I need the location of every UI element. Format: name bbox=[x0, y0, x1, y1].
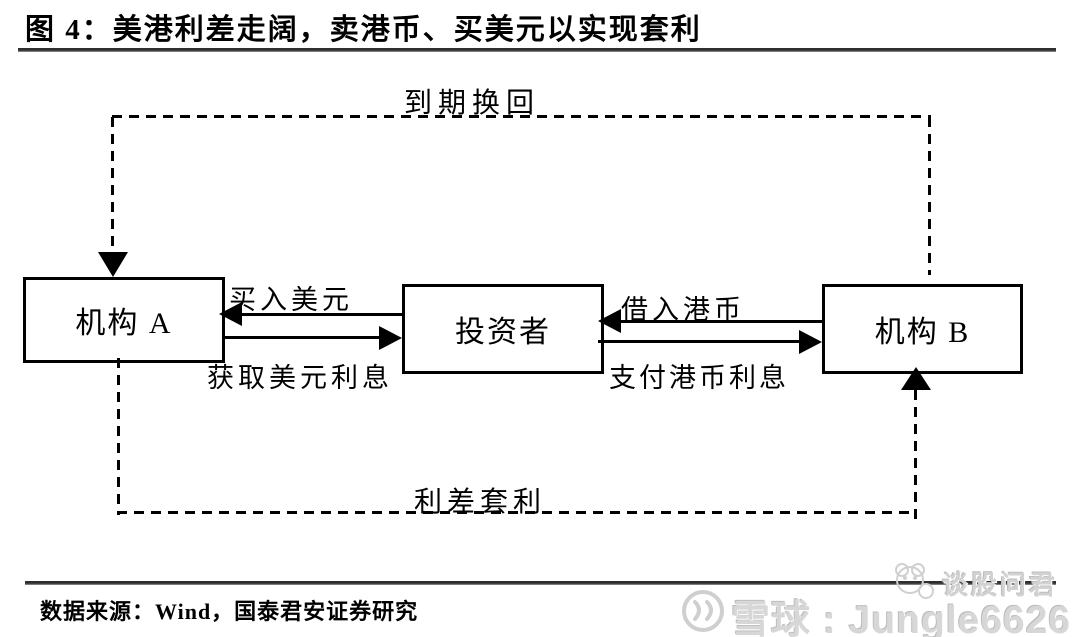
faint-watermark-text: 谈股问君 bbox=[942, 570, 1059, 600]
node-investor: 投资者 bbox=[402, 284, 604, 374]
arrowhead-borrow-hkd bbox=[598, 309, 621, 333]
xueqiu-snowball-icon bbox=[682, 590, 724, 632]
arrow-borrow-hkd-line bbox=[620, 320, 822, 323]
label-usd-interest: 获取美元利息 bbox=[207, 363, 393, 393]
node-institution-b-label: 机构 B bbox=[874, 316, 971, 349]
arrowhead-buy-usd bbox=[219, 302, 242, 326]
title-divider bbox=[18, 48, 1056, 52]
node-institution-a-label: 机构 A bbox=[75, 307, 173, 340]
arrowhead-down-into-institution-a bbox=[98, 252, 128, 277]
maturity-return-path-right-vertical bbox=[928, 117, 931, 275]
panda-face-icon bbox=[895, 563, 934, 599]
label-buy-usd: 买入美元 bbox=[229, 285, 353, 315]
arrow-hkd-interest-line bbox=[598, 340, 799, 343]
arbitrage-path-left-vertical bbox=[117, 358, 120, 515]
arrowhead-usd-interest bbox=[379, 326, 402, 350]
node-investor-label: 投资者 bbox=[455, 316, 551, 349]
arrowhead-up-into-institution-b bbox=[901, 367, 931, 390]
label-arbitrage: 利差套利 bbox=[414, 487, 547, 518]
maturity-return-path-left-vertical bbox=[111, 117, 114, 252]
maturity-return-path-horizontal bbox=[112, 115, 931, 118]
node-institution-a: 机构 A bbox=[23, 277, 225, 363]
xueqiu-watermark-text: 雪球 : Jungle6626 bbox=[731, 599, 1072, 637]
arrowhead-hkd-interest bbox=[799, 330, 822, 354]
node-institution-b: 机构 B bbox=[822, 284, 1023, 374]
data-source-text: 数据来源：Wind，国泰君安证券研究 bbox=[40, 599, 419, 624]
label-maturity-return: 到期换回 bbox=[404, 88, 541, 119]
footer-divider bbox=[25, 581, 1056, 585]
label-hkd-interest: 支付港币利息 bbox=[609, 363, 789, 393]
arrow-usd-interest-line bbox=[222, 336, 381, 339]
arbitrage-path-right-vertical bbox=[914, 390, 917, 522]
label-borrow-hkd: 借入港币 bbox=[621, 295, 745, 325]
arbitrage-path-horizontal bbox=[117, 511, 917, 514]
arrow-buy-usd-line bbox=[238, 313, 402, 316]
figure-title: 图 4：美港利差走阔，卖港币、买美元以实现套利 bbox=[25, 14, 702, 46]
